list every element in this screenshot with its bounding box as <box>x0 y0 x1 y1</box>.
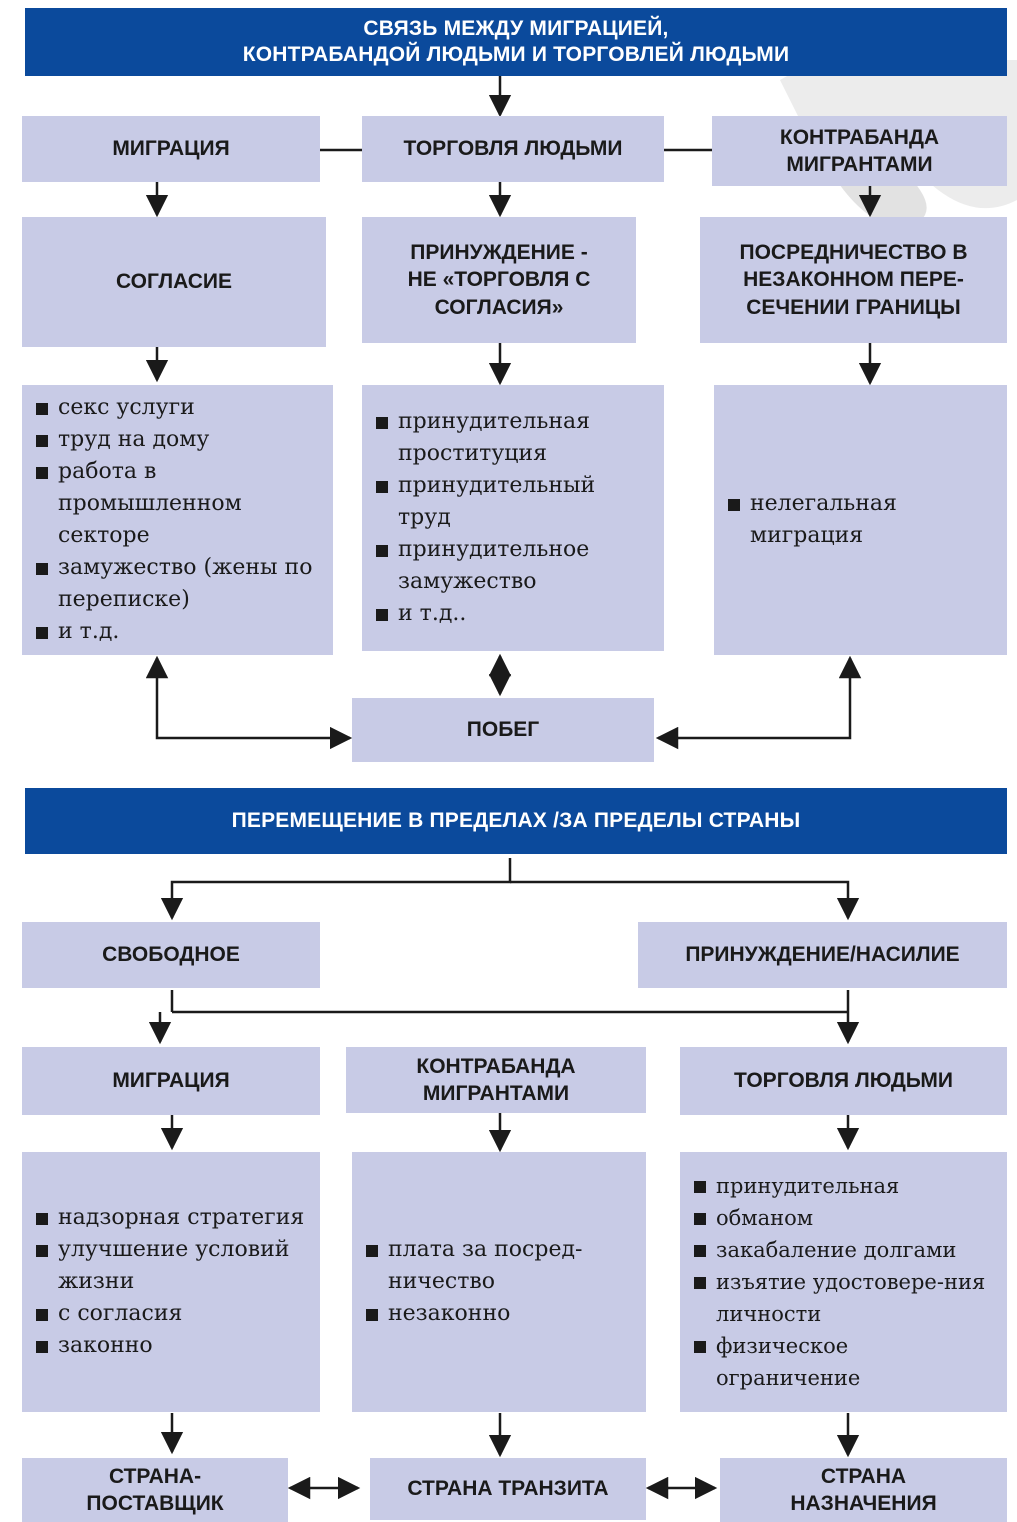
s2-col2-list: плата за посред-ничество незаконно <box>352 1152 646 1412</box>
s2-col1-list: надзорная стратегия улучшение условий жи… <box>22 1152 320 1412</box>
split-line-right <box>510 880 860 921</box>
section1-header: СВЯЗЬ МЕЖДУ МИГРАЦИЕЙ, КОНТРАБАНДОЙ ЛЮДЬ… <box>25 8 1007 76</box>
s2-trafficking-title: ТОРГОВЛЯ ЛЮДЬМИ <box>734 1069 953 1093</box>
s2-transit-box: СТРАНА ТРАНЗИТА <box>370 1458 646 1520</box>
arrow-col3-escape <box>655 655 862 750</box>
s2-supplier-box: СТРАНА- ПОСТАВЩИК <box>22 1458 288 1522</box>
list-item: изъятие удостовере-ния личности <box>694 1266 995 1330</box>
s1-col2-list: принудительная проституция принудительны… <box>362 385 664 651</box>
s1-migration-title: МИГРАЦИЯ <box>112 137 230 161</box>
list-item: принудительная проституция <box>376 406 652 470</box>
list-item: секс услуги <box>36 392 321 424</box>
s1-smuggling-title-line2: МИГРАНТАМИ <box>786 153 933 176</box>
s1-coercion-line3: СОГЛАСИЯ» <box>434 295 564 319</box>
s1-coercion-line1: ПРИНУЖДЕНИЕ - <box>410 241 588 265</box>
s2-migration-box: МИГРАЦИЯ <box>22 1047 320 1115</box>
s2-supplier-line2: ПОСТАВЩИК <box>86 1492 224 1515</box>
s2-free-box: СВОБОДНОЕ <box>22 922 320 988</box>
s1-coercion-line2: НЕ «ТОРГОВЛЯ С <box>407 268 591 292</box>
section2-header-text: ПЕРЕМЕЩЕНИЕ В ПРЕДЕЛАХ /ЗА ПРЕДЕЛЫ СТРАН… <box>231 809 801 833</box>
s1-escape-text: ПОБЕГ <box>466 718 540 742</box>
s1-trafficking-title: ТОРГОВЛЯ ЛЮДЬМИ <box>403 137 623 161</box>
s1-escape-box: ПОБЕГ <box>352 698 654 762</box>
list-item: плата за посред-ничество <box>366 1234 634 1298</box>
s1-mediation-line2: НЕЗАКОННОМ ПЕРЕ- <box>743 268 964 292</box>
section1-header-line2: КОНТРАБАНДОЙ ЛЮДЬМИ И ТОРГОВЛЕЙ ЛЮДЬМИ <box>242 43 790 66</box>
list-item: физическое ограничение <box>694 1330 995 1394</box>
list-item: работа в промышленном секторе <box>36 456 321 552</box>
s2-migration-title: МИГРАЦИЯ <box>112 1069 230 1093</box>
s2-transit-text: СТРАНА ТРАНЗИТА <box>407 1477 609 1501</box>
list-item: закабаление долгами <box>694 1234 995 1266</box>
list-item: труд на дому <box>36 424 321 456</box>
list-item: надзорная стратегия <box>36 1202 308 1234</box>
s2-supplier-line1: СТРАНА- <box>108 1464 202 1488</box>
s2-smuggling-title-line2: МИГРАНТАМИ <box>422 1082 570 1105</box>
s2-forced-text: ПРИНУЖДЕНИЕ/НАСИЛИЕ <box>685 943 960 967</box>
s1-col3-list: нелегальная миграция <box>714 385 1007 655</box>
list-item: и т.д. <box>36 616 321 648</box>
list-item: улучшение условий жизни <box>36 1234 308 1298</box>
s1-mediation-line1: ПОСРЕДНИЧЕСТВО В <box>739 241 968 265</box>
s1-mediation-line3: СЕЧЕНИИ ГРАНИЦЫ <box>746 295 961 319</box>
s2-forced-box: ПРИНУЖДЕНИЕ/НАСИЛИЕ <box>638 922 1007 988</box>
list-item: замужество (жены по переписке) <box>36 552 321 616</box>
section1-header-line1: СВЯЗЬ МЕЖДУ МИГРАЦИЕЙ, <box>363 17 669 41</box>
s2-free-text: СВОБОДНОЕ <box>102 943 240 967</box>
s2-col3-list: принудительная обманом закабаление долга… <box>680 1152 1007 1412</box>
list-item: принудительное замужество <box>376 534 652 598</box>
list-item: нелегальная миграция <box>728 488 995 552</box>
s2-smuggling-title-line1: КОНТРАБАНДА <box>416 1054 576 1078</box>
list-item: законно <box>36 1330 308 1362</box>
list-item: с согласия <box>36 1298 308 1330</box>
list-item: и т.д.. <box>376 598 652 630</box>
s2-destination-line1: СТРАНА <box>820 1464 907 1488</box>
split-line <box>160 858 512 921</box>
s1-smuggling-title-line1: КОНТРАБАНДА <box>779 125 940 149</box>
s1-consent-box: СОГЛАСИЕ <box>22 217 326 347</box>
s1-smuggling-box: КОНТРАБАНДА МИГРАНТАМИ <box>712 116 1007 186</box>
list-item: незаконно <box>366 1298 634 1330</box>
list-item: обманом <box>694 1202 995 1234</box>
s2-destination-line2: НАЗНАЧЕНИЯ <box>790 1492 937 1515</box>
s1-trafficking-box: ТОРГОВЛЯ ЛЮДЬМИ <box>362 116 664 182</box>
s1-consent-text: СОГЛАСИЕ <box>115 270 232 294</box>
s2-smuggling-box: КОНТРАБАНДА МИГРАНТАМИ <box>346 1047 646 1113</box>
section2-header: ПЕРЕМЕЩЕНИЕ В ПРЕДЕЛАХ /ЗА ПРЕДЕЛЫ СТРАН… <box>25 788 1007 854</box>
list-item: принудительная <box>694 1170 995 1202</box>
s1-col1-list: секс услуги труд на дому работа в промыш… <box>22 385 333 655</box>
s1-migration-box: МИГРАЦИЯ <box>22 116 320 182</box>
s2-trafficking-box: ТОРГОВЛЯ ЛЮДЬМИ <box>680 1047 1007 1115</box>
arrow-col1-escape <box>145 655 353 750</box>
s2-destination-box: СТРАНА НАЗНАЧЕНИЯ <box>720 1458 1007 1522</box>
s1-coercion-box: ПРИНУЖДЕНИЕ - НЕ «ТОРГОВЛЯ С СОГЛАСИЯ» <box>362 217 636 343</box>
list-item: принудительный труд <box>376 470 652 534</box>
s1-mediation-box: ПОСРЕДНИЧЕСТВО В НЕЗАКОННОМ ПЕРЕ- СЕЧЕНИ… <box>700 217 1007 343</box>
